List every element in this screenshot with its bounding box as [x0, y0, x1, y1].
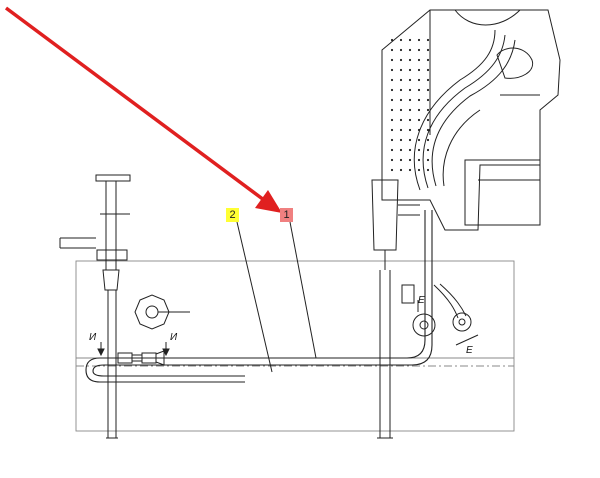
panel-hole [408, 48, 412, 52]
panel-hole [399, 58, 403, 62]
frame-outline [75, 260, 515, 432]
red-arrow [4, 6, 282, 213]
panel-hole [408, 88, 412, 92]
panel-hole [408, 168, 412, 172]
right-post [371, 179, 420, 439]
panel-hole [408, 138, 412, 142]
panel-hole [399, 158, 403, 162]
section-label-e-lower: E [466, 345, 473, 356]
section-label-e-upper: E [418, 295, 425, 306]
panel-hole [399, 138, 403, 142]
panel-hole [426, 98, 430, 102]
panel-hole [408, 68, 412, 72]
panel-hole [408, 158, 412, 162]
panel-hole [426, 158, 430, 162]
panel-hole [417, 108, 421, 112]
panel-hole [390, 138, 394, 142]
panel-hole [417, 58, 421, 62]
panel-hole [426, 168, 430, 172]
callout-1: 1 [280, 208, 293, 222]
panel-hole [426, 38, 430, 42]
panel-hole [408, 118, 412, 122]
panel-hole [408, 98, 412, 102]
panel-hole [417, 98, 421, 102]
perforated-panel [390, 38, 430, 172]
section-i-markers [97, 342, 170, 357]
panel-hole [417, 78, 421, 82]
tractor-body [381, 9, 561, 231]
panel-hole [399, 168, 403, 172]
panel-hole [417, 118, 421, 122]
right-fittings [412, 283, 479, 346]
upper-hoses [413, 29, 516, 191]
panel-hole [426, 118, 430, 122]
panel-hole [399, 148, 403, 152]
hose-route [85, 210, 433, 383]
panel-hole [426, 148, 430, 152]
panel-hole [390, 38, 394, 42]
callout-1-leader [289, 221, 317, 359]
panel-hole [408, 58, 412, 62]
panel-hole [417, 138, 421, 142]
left-post [59, 174, 131, 439]
panel-hole [399, 98, 403, 102]
panel-hole [417, 148, 421, 152]
panel-hole [399, 88, 403, 92]
panel-hole [408, 78, 412, 82]
panel-hole [417, 68, 421, 72]
panel-hole [426, 58, 430, 62]
panel-hole [408, 148, 412, 152]
panel-hole [390, 98, 394, 102]
panel-hole [399, 48, 403, 52]
panel-hole [426, 48, 430, 52]
panel-hole [399, 78, 403, 82]
panel-hole [408, 128, 412, 132]
panel-hole [390, 78, 394, 82]
panel-hole [390, 108, 394, 112]
panel-hole [417, 158, 421, 162]
panel-hole [399, 108, 403, 112]
panel-hole [399, 38, 403, 42]
panel-hole [426, 108, 430, 112]
panel-hole [390, 148, 394, 152]
panel-hole [426, 88, 430, 92]
round-fitting [134, 294, 190, 330]
panel-hole [426, 128, 430, 132]
panel-hole [399, 128, 403, 132]
panel-hole [426, 68, 430, 72]
panel-hole [390, 88, 394, 92]
hose-coupling [117, 350, 165, 366]
section-label-i-right: И [170, 332, 178, 343]
callout-2: 2 [226, 208, 239, 222]
panel-hole [408, 38, 412, 42]
panel-hole [417, 128, 421, 132]
panel-hole [399, 68, 403, 72]
panel-hole [390, 128, 394, 132]
panel-hole [417, 38, 421, 42]
panel-hole [426, 78, 430, 82]
panel-hole [390, 58, 394, 62]
panel-hole [390, 68, 394, 72]
panel-hole [390, 118, 394, 122]
panel-hole [426, 138, 430, 142]
panel-hole [390, 48, 394, 52]
panel-hole [417, 48, 421, 52]
panel-hole [390, 158, 394, 162]
panel-hole [417, 168, 421, 172]
section-label-i-left: И [89, 332, 97, 343]
panel-hole [417, 88, 421, 92]
panel-hole [399, 118, 403, 122]
panel-hole [390, 168, 394, 172]
callout-2-leader [236, 221, 273, 373]
panel-hole [408, 108, 412, 112]
